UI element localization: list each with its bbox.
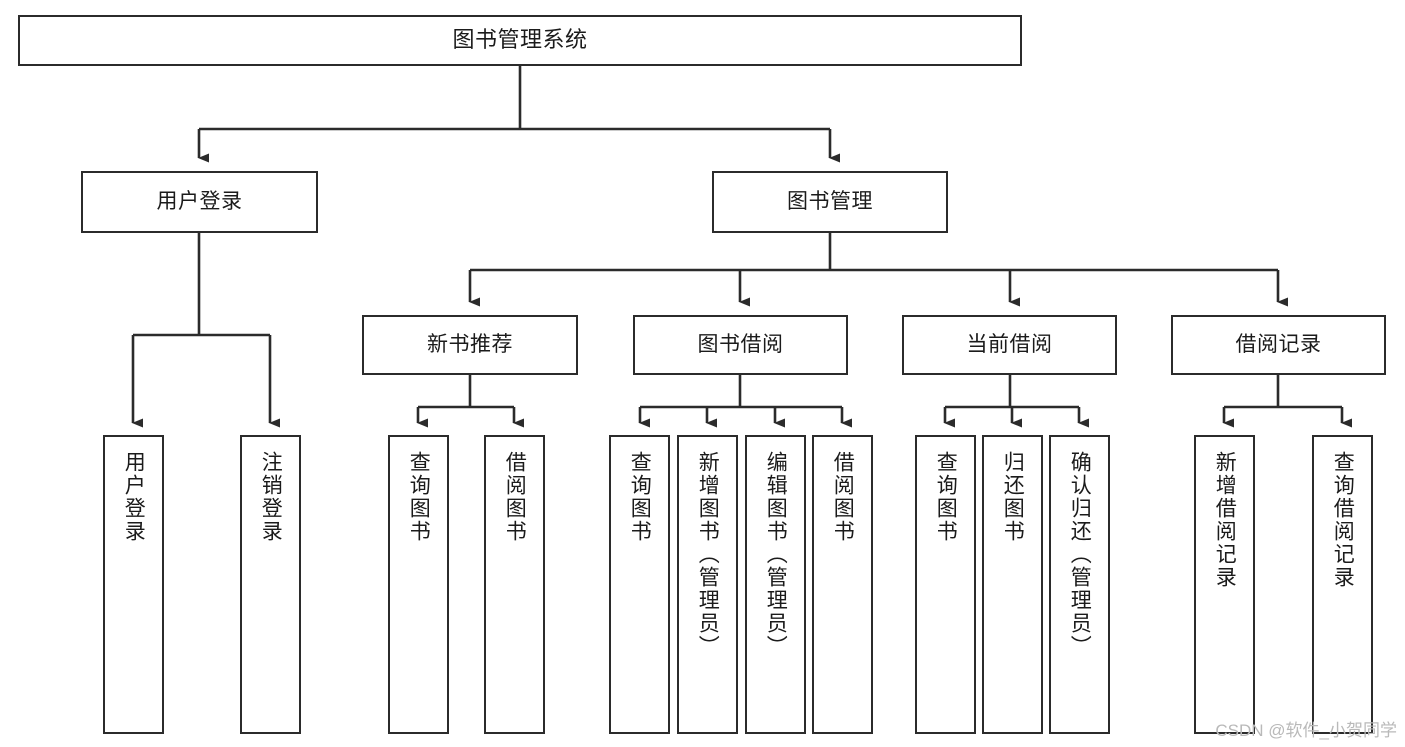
node-root-label: 图书管理系统 [452, 27, 588, 53]
node-leaf-edit-book[interactable]: 编辑图书（管理员） [745, 435, 806, 734]
node-leaf-query-book-3-label: 查询图书 [934, 451, 958, 543]
node-leaf-query-record-label: 查询借阅记录 [1331, 451, 1355, 589]
node-leaf-logout[interactable]: 注销登录 [240, 435, 301, 734]
node-leaf-confirm-return[interactable]: 确认归还（管理员） [1049, 435, 1110, 734]
node-leaf-query-book-1-label: 查询图书 [407, 451, 431, 543]
node-leaf-query-book-2[interactable]: 查询图书 [609, 435, 670, 734]
node-leaf-query-book-2-label: 查询图书 [628, 451, 652, 543]
node-book-borrow-label: 图书借阅 [697, 333, 784, 357]
node-leaf-borrow-book-1-label: 借阅图书 [503, 451, 527, 543]
node-leaf-borrow-book-2[interactable]: 借阅图书 [812, 435, 873, 734]
node-current-borrow-label: 当前借阅 [966, 333, 1053, 357]
node-leaf-confirm-return-label: 确认归还（管理员） [1068, 451, 1092, 658]
node-root[interactable]: 图书管理系统 [18, 15, 1022, 66]
node-leaf-add-record[interactable]: 新增借阅记录 [1194, 435, 1255, 734]
node-leaf-borrow-book-2-label: 借阅图书 [831, 451, 855, 543]
node-leaf-user-login[interactable]: 用户登录 [103, 435, 164, 734]
node-current-borrow[interactable]: 当前借阅 [902, 315, 1117, 375]
node-new-book-recommend-label: 新书推荐 [427, 333, 513, 357]
node-book-manage[interactable]: 图书管理 [712, 171, 948, 233]
node-leaf-add-book[interactable]: 新增图书（管理员） [677, 435, 738, 734]
node-leaf-edit-book-label: 编辑图书（管理员） [764, 451, 788, 658]
node-borrow-record-label: 借阅记录 [1235, 333, 1322, 357]
node-leaf-query-record[interactable]: 查询借阅记录 [1312, 435, 1373, 734]
node-leaf-borrow-book-1[interactable]: 借阅图书 [484, 435, 545, 734]
node-leaf-query-book-3[interactable]: 查询图书 [915, 435, 976, 734]
node-borrow-record[interactable]: 借阅记录 [1171, 315, 1386, 375]
node-book-borrow[interactable]: 图书借阅 [633, 315, 848, 375]
node-leaf-return-book[interactable]: 归还图书 [982, 435, 1043, 734]
node-leaf-query-book-1[interactable]: 查询图书 [388, 435, 449, 734]
csdn-watermark: CSDN @软件_小贺同学 [1215, 721, 1397, 740]
node-leaf-return-book-label: 归还图书 [1001, 451, 1025, 543]
node-leaf-add-record-label: 新增借阅记录 [1213, 451, 1237, 589]
node-book-manage-label: 图书管理 [787, 190, 873, 214]
node-leaf-user-login-label: 用户登录 [122, 451, 146, 543]
node-user-login[interactable]: 用户登录 [81, 171, 318, 233]
node-leaf-logout-label: 注销登录 [259, 451, 283, 543]
node-user-login-label: 用户登录 [156, 190, 243, 214]
node-leaf-add-book-label: 新增图书（管理员） [696, 451, 720, 658]
node-new-book-recommend[interactable]: 新书推荐 [362, 315, 578, 375]
